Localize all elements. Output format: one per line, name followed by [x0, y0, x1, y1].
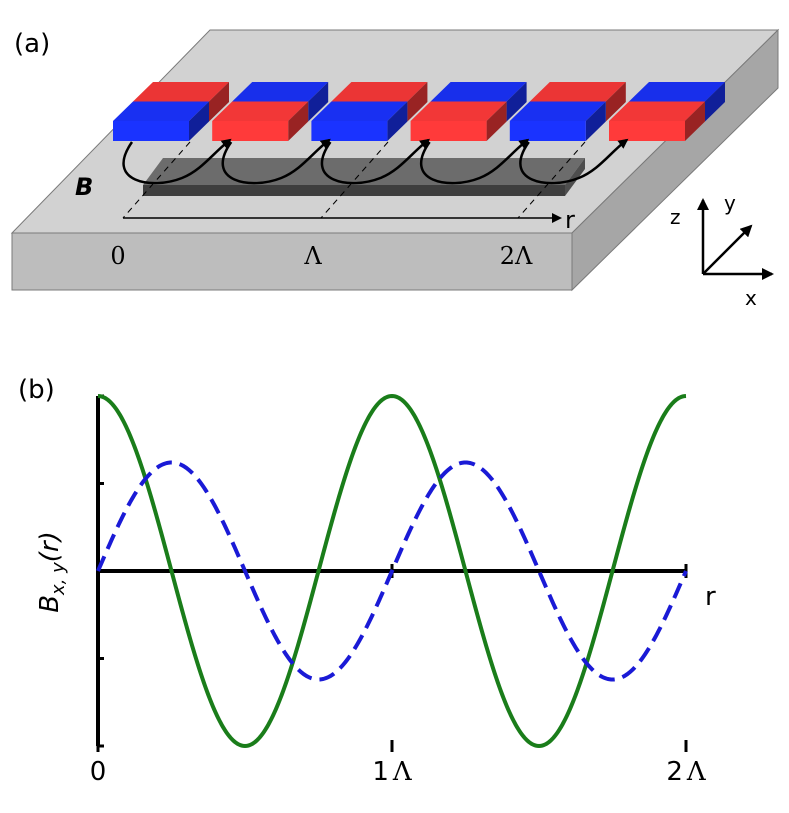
magnet-4: [410, 82, 527, 141]
series-dashed: [96, 460, 688, 682]
position-label-lambda: Λ: [303, 242, 322, 270]
x-axis-label: x: [745, 286, 757, 310]
y-axis-title: Bx, y(r): [35, 531, 69, 613]
position-label-0: 0: [110, 242, 125, 270]
z-axis-label: z: [670, 205, 681, 229]
field-line-1: [122, 138, 232, 185]
position-label-2lambda: 2Λ: [500, 242, 533, 270]
field-line-2: [221, 138, 331, 185]
x-tick-label-0: 0: [90, 757, 107, 787]
x-axis-title: r: [705, 582, 716, 612]
panel-a-label: (a): [14, 29, 50, 59]
field-label: B: [75, 173, 93, 201]
r-axis-label: r: [565, 206, 575, 234]
panel-b-label: (b): [18, 375, 55, 405]
magnet-array: [113, 82, 725, 141]
field-line-4: [420, 138, 530, 185]
field-lines: [122, 138, 629, 185]
magnet-5: [509, 82, 626, 141]
waveguide-strip: [143, 158, 585, 196]
magnet-1: [113, 82, 229, 141]
field-line-3: [320, 138, 430, 185]
coordinate-axes: [697, 198, 774, 280]
magnet-6: [609, 82, 725, 141]
period-guides: [122, 141, 586, 219]
y-axis-arrow: [702, 224, 753, 275]
panel-a: (a) B r 0 Λ 2Λ: [10, 28, 780, 310]
magnet-3: [311, 82, 428, 141]
magnet-2: [212, 82, 329, 141]
series-solid: [97, 393, 687, 749]
field-line-5: [519, 138, 629, 185]
plot-area: [96, 393, 688, 752]
y-axis-label: y: [724, 191, 736, 215]
